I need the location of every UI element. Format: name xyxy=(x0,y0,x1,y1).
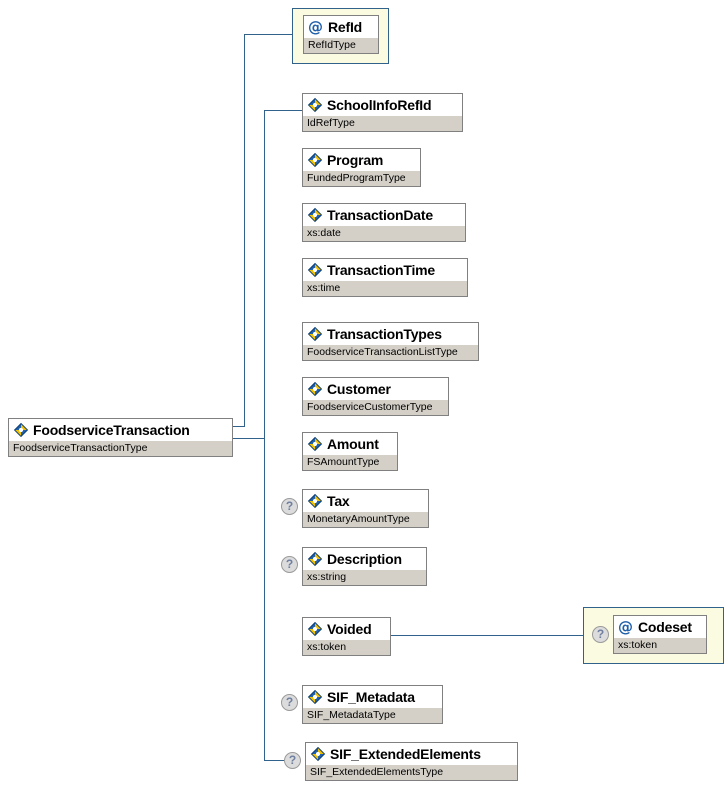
connector-root-to-element-bus xyxy=(233,438,265,439)
attribute-icon: @ xyxy=(308,17,323,36)
element-icon xyxy=(307,326,323,342)
node-schoolinforefid[interactable]: SchoolInfoRefId IdRefType xyxy=(302,93,463,132)
connector-element-bus-to-last-child xyxy=(264,760,284,761)
node-type: FoodserviceCustomerType xyxy=(303,399,448,415)
node-label: Description xyxy=(327,550,402,567)
node-refid[interactable]: @ RefId RefIdType xyxy=(303,15,379,54)
node-label: SIF_Metadata xyxy=(327,688,415,705)
element-icon xyxy=(307,152,323,168)
element-icon xyxy=(310,746,326,762)
optional-badge-sif-metadata: ? xyxy=(281,694,298,711)
node-transactiontypes[interactable]: TransactionTypes FoodserviceTransactionL… xyxy=(302,322,479,361)
node-name-row: @ RefId xyxy=(304,16,378,37)
element-icon xyxy=(307,381,323,397)
node-tax[interactable]: Tax MonetaryAmountType xyxy=(302,489,429,528)
node-label: FoodserviceTransaction xyxy=(33,421,190,438)
node-type: MonetaryAmountType xyxy=(303,511,428,527)
node-name-row: Customer xyxy=(303,378,448,399)
node-label: Program xyxy=(327,151,384,168)
attribute-icon: @ xyxy=(618,617,633,636)
node-name-row: Description xyxy=(303,548,426,569)
node-description[interactable]: Description xs:string xyxy=(302,547,427,586)
node-name-row: @ Codeset xyxy=(614,616,706,637)
node-customer[interactable]: Customer FoodserviceCustomerType xyxy=(302,377,449,416)
node-type: FoodserviceTransactionType xyxy=(9,440,232,456)
node-label: TransactionTypes xyxy=(327,325,442,342)
node-name-row: Tax xyxy=(303,490,428,511)
optional-badge-codeset: ? xyxy=(592,626,609,643)
node-name-row: Amount xyxy=(303,433,397,454)
node-name-row: FoodserviceTransaction xyxy=(9,419,232,440)
element-icon xyxy=(307,97,323,113)
node-name-row: Program xyxy=(303,149,420,170)
node-name-row: SchoolInfoRefId xyxy=(303,94,462,115)
node-label: SIF_ExtendedElements xyxy=(330,745,481,762)
node-type: xs:date xyxy=(303,225,465,241)
element-icon xyxy=(13,422,29,438)
node-amount[interactable]: Amount FSAmountType xyxy=(302,432,398,471)
node-type: SIF_MetadataType xyxy=(303,707,442,723)
node-label: RefId xyxy=(328,18,363,35)
node-program[interactable]: Program FundedProgramType xyxy=(302,148,421,187)
element-icon xyxy=(307,207,323,223)
connector-attribute-bus-to-refid xyxy=(244,34,292,35)
connector-voided-to-codeset xyxy=(391,635,583,636)
node-name-row: Voided xyxy=(303,618,390,639)
node-transactiontime[interactable]: TransactionTime xs:time xyxy=(302,258,468,297)
element-icon xyxy=(307,493,323,509)
node-label: TransactionDate xyxy=(327,206,433,223)
node-label: TransactionTime xyxy=(327,261,436,278)
node-type: xs:token xyxy=(614,637,706,653)
connector-root-to-attribute-bus xyxy=(233,426,245,427)
element-icon xyxy=(307,689,323,705)
node-label: Voided xyxy=(327,620,372,637)
node-type: FundedProgramType xyxy=(303,170,420,186)
node-foodservice-transaction[interactable]: FoodserviceTransaction FoodserviceTransa… xyxy=(8,418,233,457)
node-type: FoodserviceTransactionListType xyxy=(303,344,478,360)
optional-badge-description: ? xyxy=(281,556,298,573)
node-type: IdRefType xyxy=(303,115,462,131)
node-name-row: SIF_ExtendedElements xyxy=(306,743,517,764)
node-name-row: SIF_Metadata xyxy=(303,686,442,707)
optional-badge-tax: ? xyxy=(281,498,298,515)
connector-attribute-bus-vertical xyxy=(244,34,245,427)
element-icon xyxy=(307,436,323,452)
connector-element-bus-vertical xyxy=(264,110,265,760)
node-name-row: TransactionDate xyxy=(303,204,465,225)
node-type: RefIdType xyxy=(304,37,378,53)
node-voided[interactable]: Voided xs:token xyxy=(302,617,391,656)
connector-element-bus-to-first-child xyxy=(264,110,302,111)
element-icon xyxy=(307,262,323,278)
node-label: SchoolInfoRefId xyxy=(327,96,432,113)
node-type: xs:token xyxy=(303,639,390,655)
node-label: Tax xyxy=(327,492,350,509)
element-icon xyxy=(307,621,323,637)
element-icon xyxy=(307,551,323,567)
node-type: SIF_ExtendedElementsType xyxy=(306,764,517,780)
node-sif-metadata[interactable]: SIF_Metadata SIF_MetadataType xyxy=(302,685,443,724)
node-codeset[interactable]: @ Codeset xs:token xyxy=(613,615,707,654)
node-sif-extendedelements[interactable]: SIF_ExtendedElements SIF_ExtendedElement… xyxy=(305,742,518,781)
node-label: Amount xyxy=(327,435,379,452)
node-name-row: TransactionTypes xyxy=(303,323,478,344)
node-type: xs:string xyxy=(303,569,426,585)
node-label: Customer xyxy=(327,380,391,397)
node-label: Codeset xyxy=(638,618,692,635)
optional-badge-sif-extendedelements: ? xyxy=(284,752,301,769)
node-type: FSAmountType xyxy=(303,454,397,470)
node-transactiondate[interactable]: TransactionDate xs:date xyxy=(302,203,466,242)
node-name-row: TransactionTime xyxy=(303,259,467,280)
node-type: xs:time xyxy=(303,280,467,296)
